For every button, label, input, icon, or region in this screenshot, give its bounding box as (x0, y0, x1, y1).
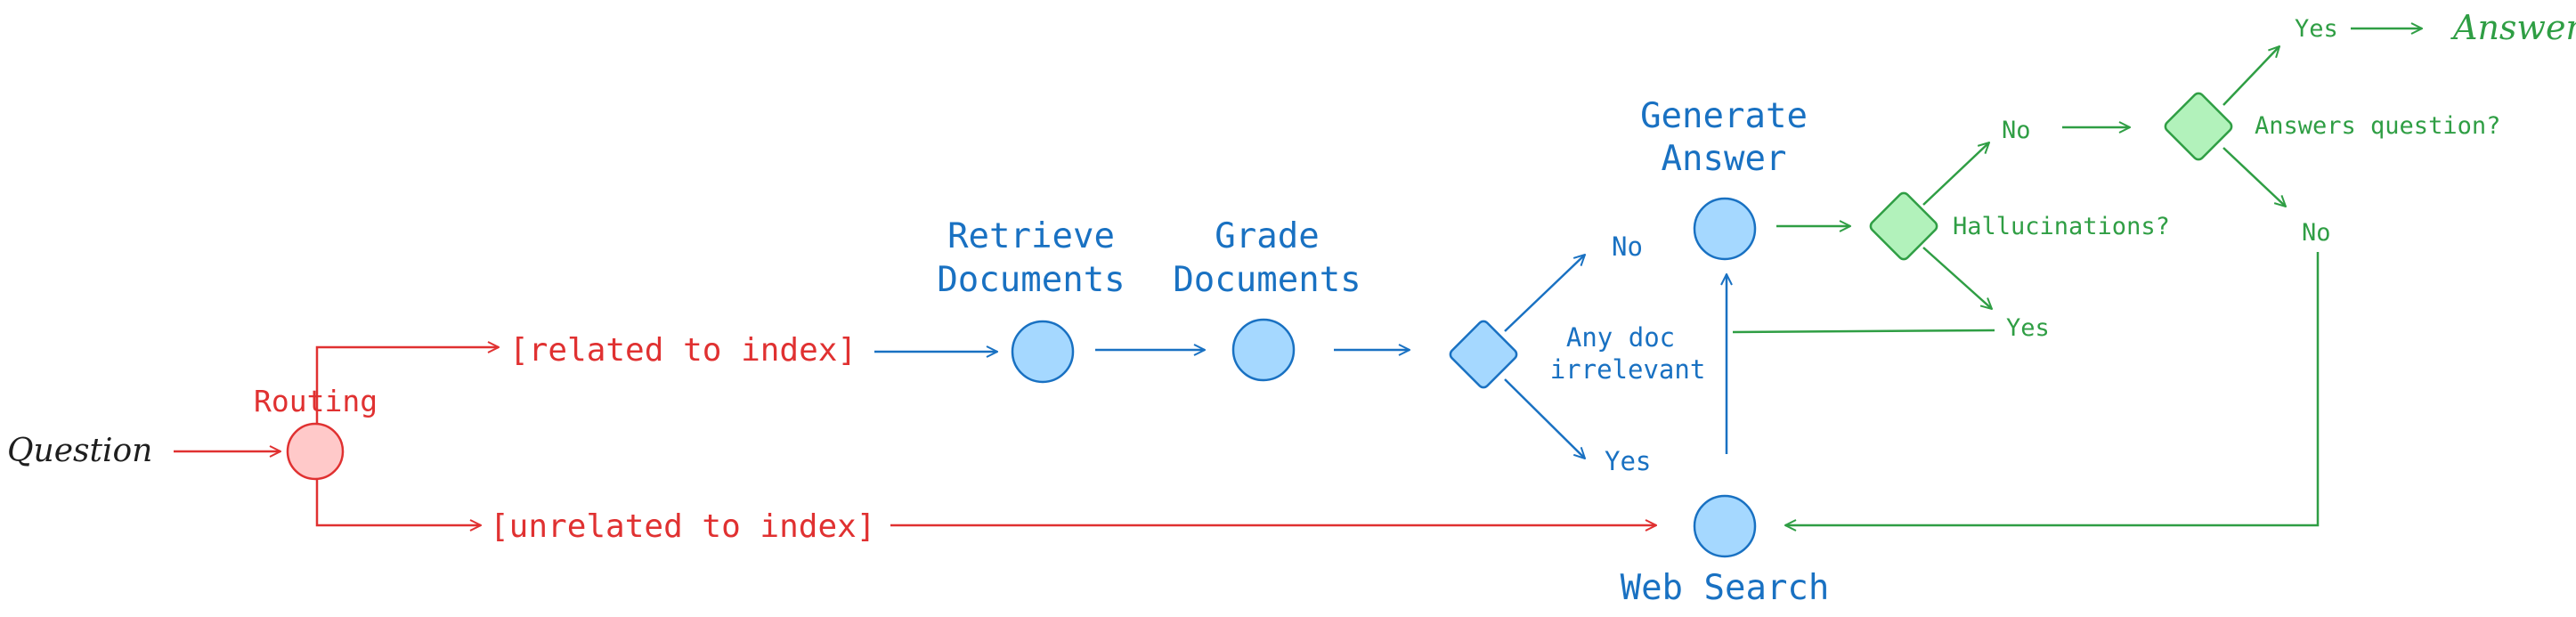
grade-no-label: No (1612, 231, 1643, 262)
grade-label-line1: Grade (1215, 216, 1319, 256)
arrow-routing-to-related (315, 347, 499, 424)
answers-yes-label: Yes (2295, 15, 2338, 43)
arrow-decision-to-yes (1504, 378, 1585, 459)
hallucinations-yes-label: Yes (2006, 314, 2050, 342)
arrow-routing-to-unrelated (315, 479, 481, 525)
routing-label: Routing (254, 384, 378, 418)
answers-no-label: No (2302, 219, 2331, 247)
routing-group: Question Routing [related to index] [unr… (7, 332, 1656, 545)
generate-label-line1: Generate (1640, 96, 1808, 136)
arrow-no-to-web-search (1785, 252, 2320, 525)
routing-node[interactable] (286, 422, 345, 481)
grade-yes-label: Yes (1605, 446, 1651, 476)
unrelated-label: [unrelated to index] (490, 508, 875, 545)
hallucinations-label: Hallucinations? (1953, 213, 2170, 240)
answers-question-decision[interactable] (2163, 91, 2233, 161)
arrow-hallucinations-to-no (1922, 142, 1989, 206)
related-label: [related to index] (509, 332, 857, 369)
retrieve-label-line2: Documents (937, 260, 1125, 300)
any-doc-label-line2: irrelevant (1550, 354, 1706, 385)
any-doc-label-line1: Any doc (1566, 322, 1675, 353)
arrow-hallucinations-to-yes (1922, 247, 1992, 309)
question-label: Question (7, 433, 152, 469)
hallucinations-decision[interactable] (1868, 191, 1938, 261)
retrieve-documents-node[interactable] (1011, 320, 1075, 384)
grade-label-line2: Documents (1173, 260, 1361, 300)
answer-label: Answer (2450, 8, 2576, 47)
arrow-decision-to-no (1504, 255, 1585, 332)
any-doc-irrelevant-decision[interactable] (1448, 319, 1518, 389)
web-search-node[interactable] (1693, 494, 1757, 558)
grade-documents-node[interactable] (1231, 318, 1296, 382)
retrieval-group: Retrieve Documents Grade Documents Gener… (874, 96, 1829, 608)
arrow-yes-back-to-generate (1732, 329, 1995, 334)
reflection-group: Hallucinations? No Yes Answers question?… (1732, 8, 2576, 525)
hallucinations-no-label: No (2002, 117, 2031, 144)
answers-question-label: Answers question? (2255, 112, 2500, 140)
arrow-answers-to-no (2223, 147, 2286, 207)
web-search-label: Web Search (1621, 568, 1830, 608)
generate-label-line2: Answer (1662, 139, 1787, 179)
retrieve-label-line1: Retrieve (947, 216, 1115, 256)
arrow-answers-to-yes (2223, 46, 2279, 106)
generate-answer-node[interactable] (1693, 197, 1757, 261)
